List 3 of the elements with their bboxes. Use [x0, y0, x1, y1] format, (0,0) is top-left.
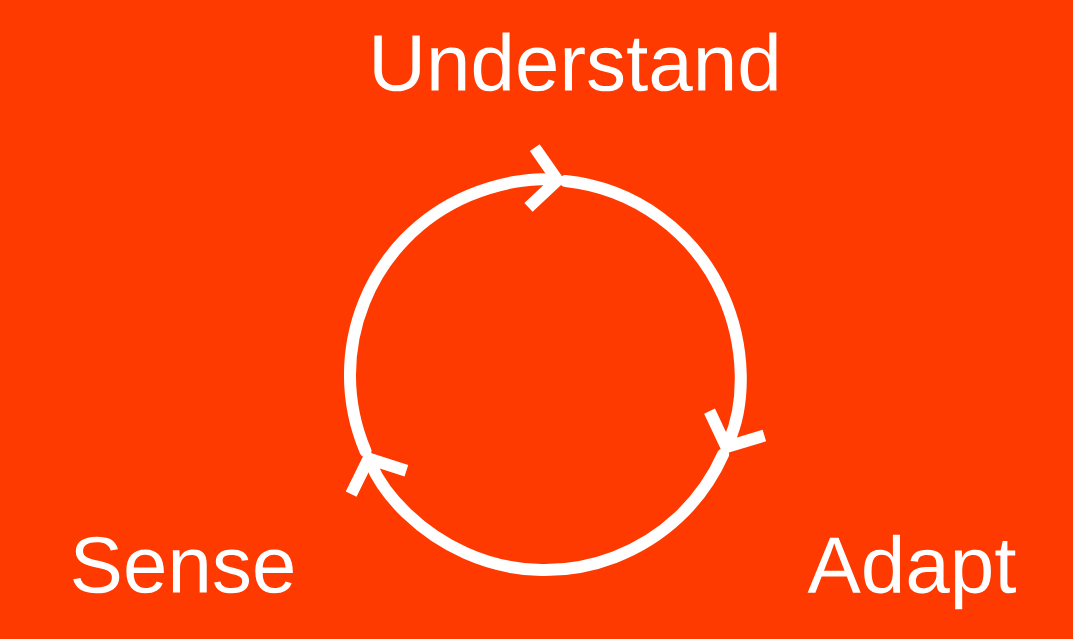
- cycle-label: Understand: [374, 32, 777, 92]
- cycle-label: Adapt: [807, 534, 1016, 610]
- cycle-label: Sense: [73, 536, 293, 594]
